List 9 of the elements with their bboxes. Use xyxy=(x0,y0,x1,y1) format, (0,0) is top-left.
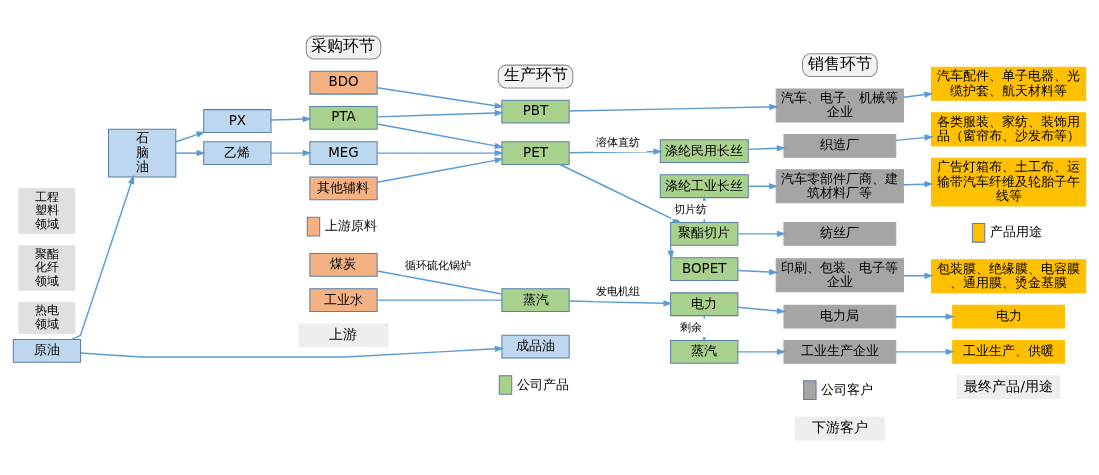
legend-label: 产品用途 xyxy=(989,223,1042,239)
legend-label: 公司产品 xyxy=(516,376,569,392)
edge-label: 发电机组 xyxy=(596,283,641,298)
legend-label: 公司客户 xyxy=(821,381,874,397)
edge-label: 溶体直纺 xyxy=(596,134,641,149)
legend-label: 上游原料 xyxy=(324,217,377,233)
edge-label: 切片纺 xyxy=(674,201,708,216)
edge-label: 循环硫化锅炉 xyxy=(404,257,471,272)
edge-label: 剩余 xyxy=(680,319,703,334)
